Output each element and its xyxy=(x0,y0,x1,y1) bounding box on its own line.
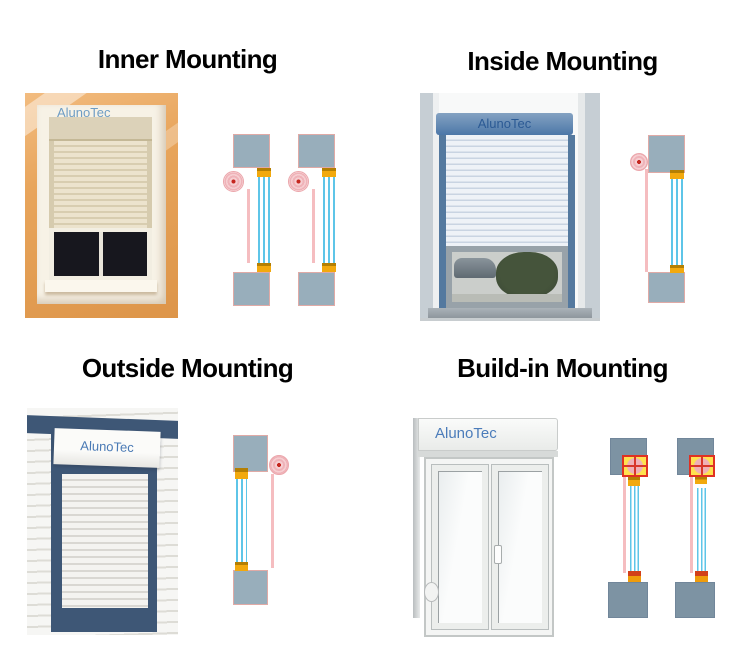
window-glass-dark xyxy=(49,228,152,280)
wall-section-bottom xyxy=(648,272,685,303)
window-frame-bottom xyxy=(322,263,336,272)
window-view xyxy=(446,246,568,308)
bush-in-view xyxy=(496,252,558,298)
shutter-track-line xyxy=(623,477,626,573)
build-in-mounting-diagram-1 xyxy=(608,438,648,618)
window-frame-top xyxy=(235,468,248,479)
window-frame-bottom xyxy=(235,562,248,571)
brand-watermark: AlunoTec xyxy=(57,105,111,120)
section-title-inside: Inside Mounting xyxy=(467,46,658,76)
pavement-strip xyxy=(452,294,562,302)
section-title-buildin: Build-in Mounting xyxy=(457,353,668,383)
window-frame-bottom xyxy=(628,571,641,582)
window-glazing xyxy=(236,479,247,562)
roller-coil-icon xyxy=(223,171,244,192)
shutter-track-line xyxy=(271,474,274,568)
crosshair-vertical xyxy=(634,457,636,475)
wall-section-bottom xyxy=(675,582,715,618)
roller-box xyxy=(689,455,715,477)
wall-section-top xyxy=(233,435,268,472)
window-surround xyxy=(37,105,166,304)
wall-section-top xyxy=(298,134,335,168)
window-mullion xyxy=(99,232,103,276)
wall-section-bottom xyxy=(608,582,648,618)
shutter-track-line xyxy=(690,477,693,573)
shutter-curtain xyxy=(49,141,152,228)
box-ledge xyxy=(418,451,558,457)
side-rail-strip xyxy=(413,418,420,618)
window-frame-top xyxy=(695,477,707,484)
photo-inner-mounting: AlunoTec xyxy=(25,93,178,318)
shutter-track-line xyxy=(645,169,648,272)
shutter-rail-left xyxy=(439,135,446,308)
build-in-mounting-diagram-2 xyxy=(675,438,715,618)
outside-mounting-diagram xyxy=(233,435,290,605)
shutter-head-box: AlunoTec xyxy=(53,428,161,468)
wall-section-bottom xyxy=(233,570,268,605)
casement-left xyxy=(431,464,489,630)
window-sill xyxy=(428,308,592,318)
inner-mounting-diagram-1 xyxy=(223,134,271,306)
shutter-head-box: AlunoTec xyxy=(418,418,558,451)
brand-watermark: AlunoTec xyxy=(435,425,497,442)
roller-coil-icon xyxy=(630,153,648,171)
wall-section-top xyxy=(648,135,685,173)
section-title-outside: Outside Mounting xyxy=(81,353,294,383)
window-frame-bottom xyxy=(670,265,684,273)
shutter-curtain xyxy=(62,474,148,608)
roller-coil-icon xyxy=(288,171,309,192)
window-glazing xyxy=(258,177,270,263)
photo-outside-mounting: AlunoTec xyxy=(27,408,178,635)
car-in-view xyxy=(454,258,496,278)
wall-section-top xyxy=(233,134,270,168)
roller-coil-icon xyxy=(269,455,289,475)
photo-inside-mounting: AlunoTec xyxy=(420,93,600,321)
window-frame-bottom xyxy=(257,263,271,272)
window-frame xyxy=(424,457,554,637)
section-title-inner: Inner Mounting xyxy=(97,44,278,74)
shutter-head-box: AlunoTec xyxy=(436,113,573,135)
sill-step xyxy=(420,318,600,321)
window-glazing xyxy=(323,177,335,263)
shutter-curtain xyxy=(446,135,568,246)
crosshair-vertical xyxy=(701,457,703,475)
crank-knob xyxy=(424,582,439,602)
window-frame-top xyxy=(257,168,271,177)
window-handle xyxy=(494,545,502,564)
window-frame-top xyxy=(670,170,684,179)
inside-mounting-diagram xyxy=(630,135,685,303)
shutter-rail-right xyxy=(568,135,575,308)
inner-mounting-diagram-2 xyxy=(288,134,336,306)
photo-build-in-mounting: AlunoTec xyxy=(413,415,561,643)
window-glazing xyxy=(630,486,639,571)
shutter-lintel-box xyxy=(49,117,152,141)
window-frame-bottom xyxy=(695,571,708,582)
wall-section-bottom xyxy=(233,272,270,306)
brand-watermark: AlunoTec xyxy=(80,438,135,455)
window-glazing xyxy=(697,488,706,571)
window-glazing xyxy=(671,179,683,265)
window-frame-top xyxy=(322,168,336,177)
shutter-track-line xyxy=(247,189,250,263)
window-sill xyxy=(45,280,157,292)
brand-watermark: AlunoTec xyxy=(477,116,532,131)
wall-section-bottom xyxy=(298,272,335,306)
window-frame-top xyxy=(628,477,640,486)
glass-pane xyxy=(54,232,147,276)
roller-box xyxy=(622,455,648,477)
shutter-track-line xyxy=(312,189,315,263)
